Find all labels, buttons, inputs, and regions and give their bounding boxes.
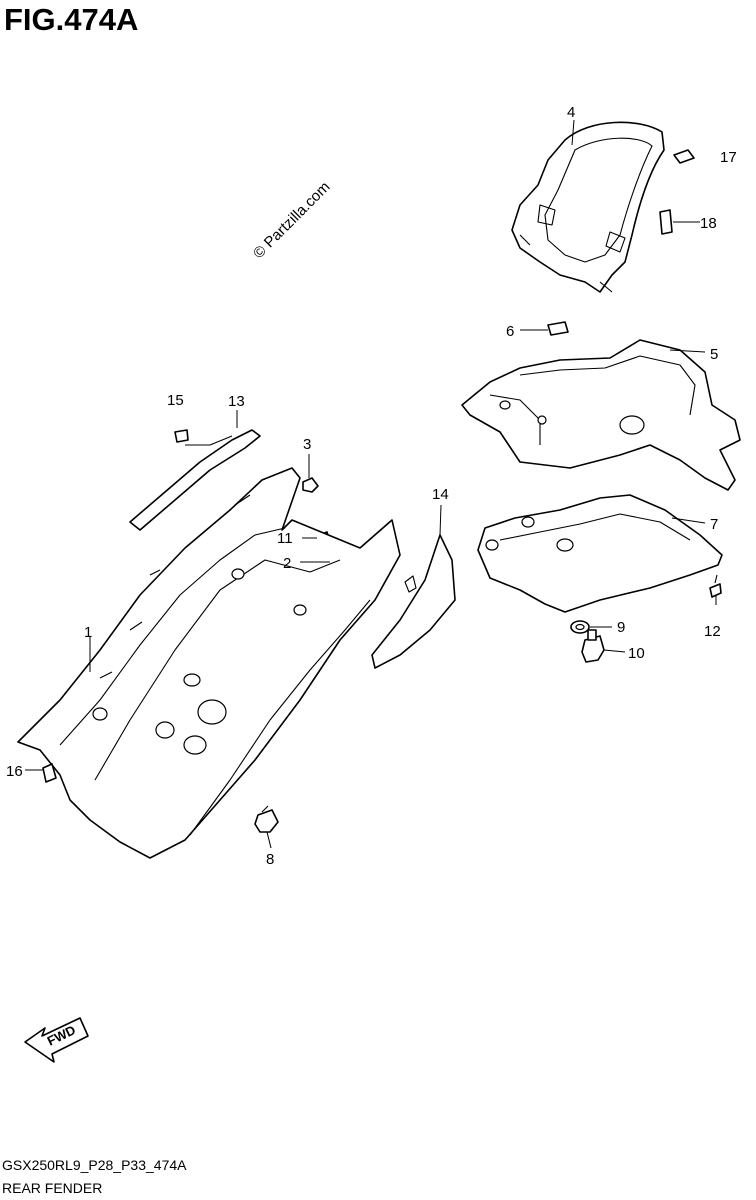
callout-3: 3 (303, 436, 311, 453)
part-4-tail-cover[interactable] (511, 121, 665, 293)
callout-17: 17 (720, 149, 737, 166)
callout-15: 15 (167, 392, 184, 409)
callout-1: 1 (84, 624, 92, 641)
figure-title: FIG.474A (4, 2, 139, 37)
callout-13: 13 (228, 393, 245, 410)
callout-7: 7 (710, 516, 718, 533)
footer-diagram-name: REAR FENDER (2, 1180, 103, 1196)
part-12-screw[interactable] (709, 574, 722, 598)
part-15-screw[interactable] (174, 429, 189, 443)
part-5-fender-cover[interactable] (461, 339, 741, 491)
callout-12: 12 (704, 623, 721, 640)
leader-lines (25, 119, 717, 849)
callout-5: 5 (710, 346, 718, 363)
part-8-bolt[interactable] (254, 805, 279, 833)
footer-diagram-code: GSX250RL9_P28_P33_474A (2, 1157, 187, 1173)
callout-11: 11 (277, 530, 293, 547)
part-7-inner-fender[interactable] (477, 494, 723, 613)
part-6-pad[interactable] (547, 321, 569, 336)
callout-10: 10 (628, 645, 645, 662)
part-16-clip[interactable] (42, 763, 57, 783)
callout-18: 18 (700, 215, 717, 232)
part-10-bolt[interactable] (581, 629, 605, 663)
callout-9: 9 (617, 619, 625, 636)
part-13-harness[interactable] (129, 429, 261, 531)
part-9-washer[interactable] (570, 620, 590, 634)
callout-16: 16 (6, 763, 23, 780)
part-3-nut[interactable] (302, 477, 319, 493)
part-1-rear-fender[interactable] (17, 467, 401, 859)
callout-4: 4 (567, 104, 575, 121)
callout-6: 6 (506, 323, 514, 340)
callout-14: 14 (432, 486, 449, 503)
part-17-clip[interactable] (673, 149, 695, 164)
callout-2: 2 (283, 555, 291, 572)
callout-8: 8 (266, 851, 274, 868)
fwd-arrow-icon: FWD (24, 1017, 89, 1063)
part-18-cushion[interactable] (659, 209, 673, 235)
part-14-guard[interactable] (371, 534, 456, 669)
